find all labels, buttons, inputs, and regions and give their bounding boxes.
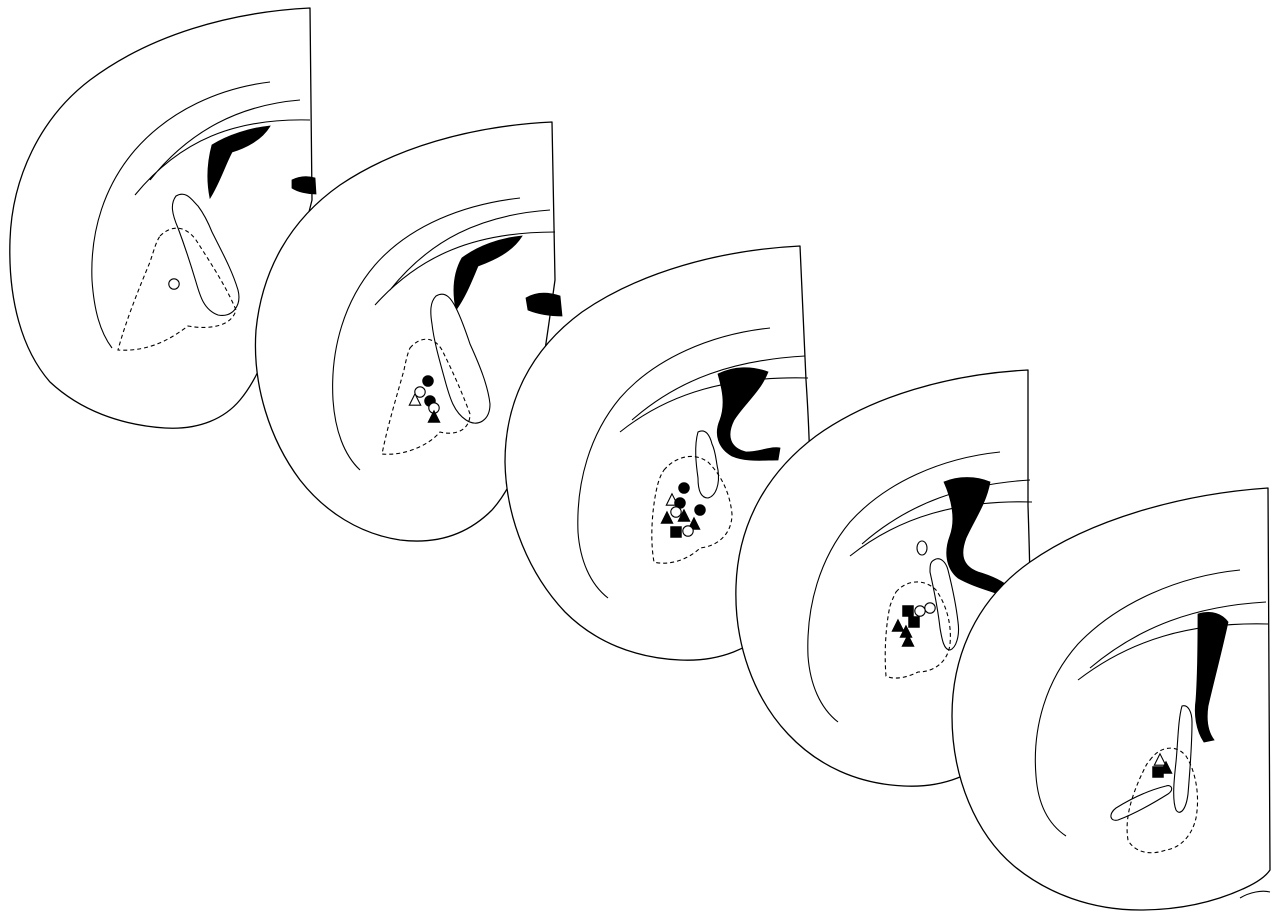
section-3-marker-open-circle	[671, 507, 681, 517]
section-2-marker-filled-circle	[423, 376, 433, 386]
section-1-markers	[169, 279, 179, 289]
section-4-marker-filled-square	[909, 617, 919, 627]
section-4-marker-filled-square	[903, 606, 913, 616]
section-4-marker-open-circle	[915, 606, 925, 616]
section-3-marker-open-circle	[683, 526, 693, 536]
section-5-ventral-edge	[1240, 891, 1270, 898]
section-3-marker-filled-circle	[679, 483, 689, 493]
section-3-marker-filled-circle	[695, 505, 705, 515]
section-4-marker-open-circle	[925, 603, 935, 613]
section-1-marker-open-circle	[169, 279, 179, 289]
section-4-small-nucleus	[917, 541, 927, 555]
section-3-marker-filled-square	[671, 527, 681, 537]
